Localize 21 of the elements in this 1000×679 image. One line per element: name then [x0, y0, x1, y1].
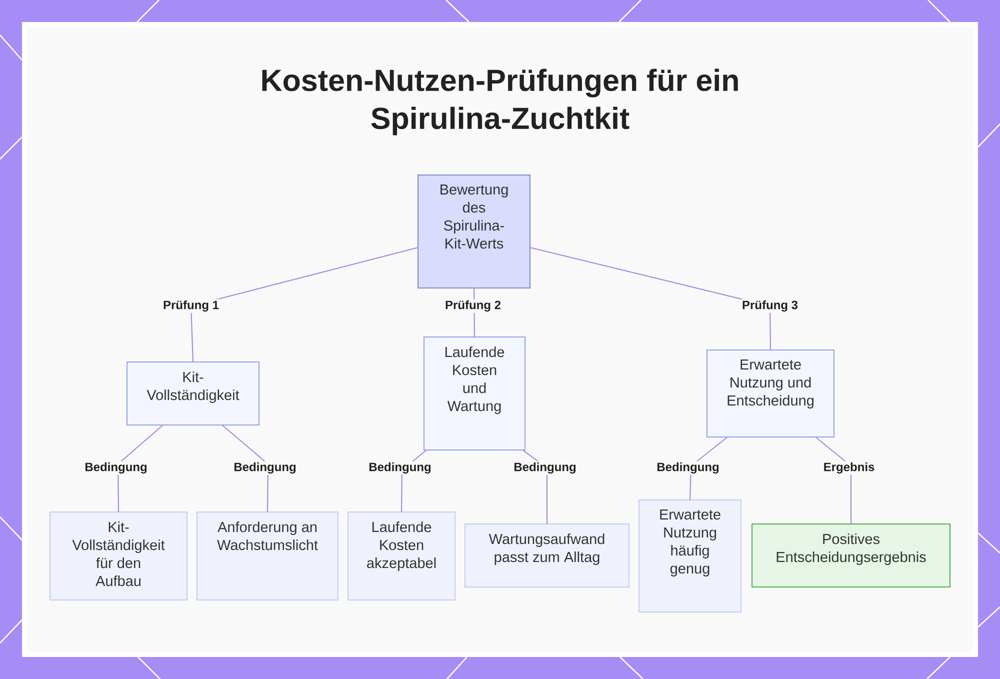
root-box: Bewertung des Spirulina-Kit-Werts	[418, 174, 530, 288]
condition-box: Kit-Vollständigkeit für den Aufbau	[50, 512, 188, 600]
edge-label: Bedingung	[232, 461, 298, 475]
condition-box: Anforderung an Wachstumslicht	[196, 512, 338, 600]
result-box: Positives Entscheidungsergebnis	[752, 524, 950, 588]
branch-box: Laufende Kosten und Wartung	[424, 336, 526, 450]
edge-label: Bedingung	[367, 461, 433, 475]
condition-box: Laufende Kosten akzeptabel	[348, 512, 456, 600]
edge-label: Bedingung	[512, 461, 578, 475]
condition-box: Wartungsaufwand passt zum Alltag	[464, 524, 630, 588]
edge-label: Prüfung 3	[740, 299, 800, 313]
edge-label: Prüfung 2	[444, 299, 502, 313]
edge-label: Bedingung	[655, 461, 721, 475]
branch-box: Erwartete Nutzung und Entscheidung	[706, 350, 834, 438]
edge-label: Ergebnis	[822, 461, 876, 475]
title: Kosten-Nutzen-Prüfungen für ein Spirulina-Zuchtkit	[262, 68, 738, 136]
edge-label: Prüfung 1	[162, 299, 220, 313]
condition-box: Erwartete Nutzung häufig genug	[638, 500, 742, 612]
branch-box: Kit-Vollständigkeit	[126, 362, 260, 426]
connector-line	[190, 246, 418, 362]
edge-label: Bedingung	[83, 461, 149, 475]
